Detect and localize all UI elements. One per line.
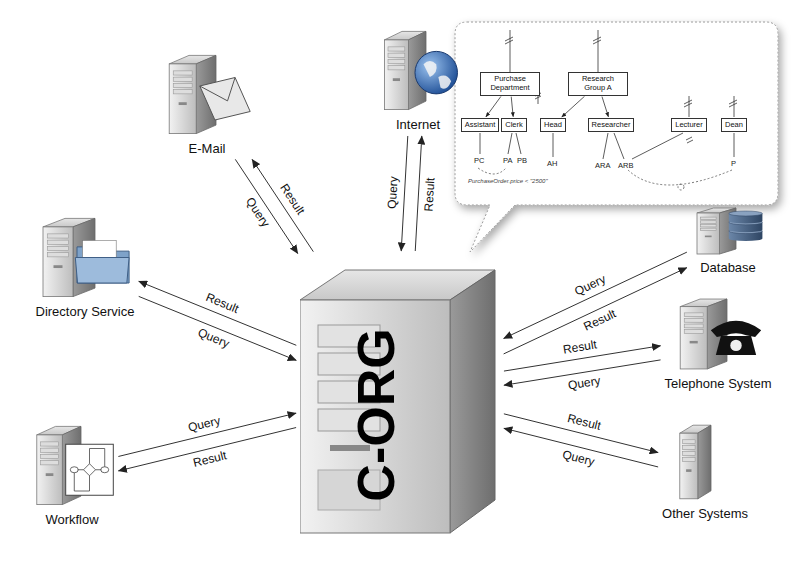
server-label: Directory Service bbox=[35, 304, 135, 319]
org-label: AH bbox=[547, 160, 557, 168]
org-label: PC bbox=[474, 157, 484, 165]
role-box: Head bbox=[540, 118, 566, 133]
server-icon bbox=[35, 215, 135, 300]
org-unit-box: Purchase Department bbox=[480, 72, 540, 95]
server-label: Other Systems bbox=[662, 506, 748, 521]
box-label: Assistant bbox=[465, 121, 495, 130]
box-label: Research Group A bbox=[572, 75, 624, 92]
box-label: Researcher bbox=[592, 121, 631, 130]
box-label: Lecturer bbox=[675, 121, 703, 130]
email-server: E-Mail bbox=[162, 52, 252, 156]
server-label: Database bbox=[691, 260, 766, 275]
server-label: Telephone System bbox=[665, 376, 772, 391]
server-icon bbox=[675, 422, 735, 502]
query-result-arrow bbox=[118, 428, 296, 471]
query-result-arrow bbox=[415, 136, 422, 251]
box-label: Dean bbox=[725, 121, 743, 130]
workflow-server: Workflow bbox=[30, 423, 115, 527]
role-box: Lecturer bbox=[671, 118, 707, 133]
core-server: C-ORG bbox=[300, 255, 500, 535]
query-result-arrow bbox=[504, 252, 687, 338]
org-arrow bbox=[486, 96, 501, 116]
org-label: P bbox=[731, 160, 736, 168]
edge-label: Result bbox=[422, 175, 437, 214]
role-box: Assistant bbox=[461, 118, 499, 133]
core-title: C-ORG bbox=[349, 328, 401, 501]
org-label: ARB bbox=[618, 162, 633, 170]
role-box: Researcher bbox=[588, 118, 635, 133]
org-unit-box: Research Group A bbox=[568, 72, 628, 95]
edge-label: Result bbox=[276, 180, 308, 219]
org-label: PurchaseOrder.price < "2500" bbox=[468, 178, 548, 184]
role-box: Clerk bbox=[501, 118, 527, 133]
org-arrow bbox=[562, 96, 585, 117]
org-arrow bbox=[602, 97, 608, 117]
edge-label: Result bbox=[561, 338, 601, 357]
edge-label: Result bbox=[580, 307, 620, 335]
box-label: Clerk bbox=[505, 121, 523, 130]
edge-label: Result bbox=[202, 290, 242, 317]
directory-server: Directory Service bbox=[35, 215, 135, 319]
server-label: Internet bbox=[378, 117, 458, 132]
org-lines bbox=[480, 30, 737, 159]
edge-label: Query bbox=[386, 174, 401, 211]
server-label: E-Mail bbox=[162, 141, 252, 156]
server-icon bbox=[378, 28, 458, 113]
edge-label: Query bbox=[194, 326, 233, 352]
role-box: Dean bbox=[721, 118, 747, 133]
query-result-arrow bbox=[252, 159, 313, 251]
org-arrow bbox=[511, 97, 513, 117]
telephone-server: Telephone System bbox=[665, 296, 772, 391]
org-label: PA bbox=[503, 157, 512, 165]
edge-label: Query bbox=[242, 194, 273, 232]
server-label: Workflow bbox=[30, 512, 115, 527]
internet-server: Internet bbox=[378, 28, 458, 132]
box-label: Head bbox=[544, 121, 562, 130]
server-icon bbox=[691, 206, 766, 256]
org-label: ARA bbox=[595, 162, 610, 170]
edge-label: Query bbox=[571, 272, 610, 300]
server-icon bbox=[30, 423, 115, 508]
query-result-arrow bbox=[118, 413, 296, 456]
server-icon bbox=[162, 52, 252, 137]
database-server: Database bbox=[691, 206, 766, 275]
query-result-arrow bbox=[401, 136, 408, 251]
box-label: Purchase Department bbox=[484, 75, 536, 92]
server-icon bbox=[673, 296, 763, 372]
callout-outline bbox=[455, 22, 778, 252]
org-label: PB bbox=[517, 157, 527, 165]
other-server: Other Systems bbox=[662, 422, 748, 521]
edge-label: Query bbox=[565, 374, 603, 393]
